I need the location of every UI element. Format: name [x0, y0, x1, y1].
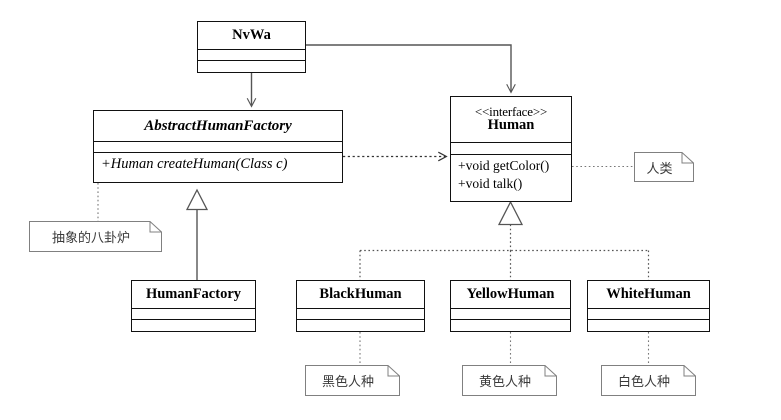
note-yellow-human[interactable]: 黄色人种: [462, 365, 557, 396]
compartment-divider: [94, 141, 342, 142]
class-header-whitehuman: WhiteHuman: [588, 281, 709, 308]
compartment-divider: [297, 308, 424, 309]
note-human[interactable]: 人类: [634, 152, 694, 182]
compartment-divider: [588, 319, 709, 320]
edge-nvwa-to-human: [306, 44, 516, 94]
attributes-compartment-nvwa: [198, 50, 305, 60]
class-name-nvwa: NvWa: [232, 26, 271, 43]
operation-getcolor: +void getColor(): [458, 158, 550, 173]
note-shape-icon: [634, 152, 694, 182]
compartment-divider: [132, 319, 255, 320]
edge-humans-to-human-realization: [359, 200, 650, 280]
operations-compartment-human: +void getColor() +void talk(): [451, 155, 571, 201]
operation-talk: +void talk(): [458, 175, 523, 191]
class-box-humanfactory[interactable]: HumanFactory: [131, 280, 256, 332]
class-box-human[interactable]: <<interface>> Human +void getColor() +vo…: [450, 96, 572, 202]
class-box-blackhuman[interactable]: BlackHuman: [296, 280, 425, 332]
compartment-divider: [451, 154, 571, 155]
class-header-yellowhuman: YellowHuman: [451, 281, 570, 308]
attributes-compartment-human: [451, 143, 571, 154]
note-text-abstract-factory: 抽象的八卦炉: [51, 231, 130, 246]
note-black-human[interactable]: 黑色人种: [305, 365, 400, 396]
compartment-divider: [451, 142, 571, 143]
operations-compartment-blackhuman: [297, 320, 424, 331]
note-shape-icon: [462, 365, 557, 396]
attributes-compartment-humanfactory: [132, 309, 255, 319]
class-box-nvwa[interactable]: NvWa: [197, 21, 306, 73]
note-text-white-human: 白色人种: [617, 375, 670, 390]
operations-compartment-whitehuman: [588, 320, 709, 331]
note-text-black-human: 黑色人种: [321, 375, 374, 390]
class-name-humanfactory: HumanFactory: [145, 285, 242, 302]
compartment-divider: [132, 308, 255, 309]
compartment-divider: [198, 49, 305, 50]
compartment-divider: [198, 60, 305, 61]
note-abstract-factory[interactable]: 抽象的八卦炉: [29, 221, 162, 252]
note-text-human: 人类: [646, 161, 673, 177]
note-shape-icon: [29, 221, 162, 252]
compartment-divider: [94, 152, 342, 153]
note-shape-icon: [305, 365, 400, 396]
compartment-divider: [451, 308, 570, 309]
class-header-blackhuman: BlackHuman: [297, 281, 424, 308]
operations-compartment-yellowhuman: [451, 320, 570, 331]
edge-humanfactory-to-abstracthumanfactory-generalization: [185, 188, 209, 280]
note-text-yellow-human: 黄色人种: [478, 375, 531, 390]
class-box-whitehuman[interactable]: WhiteHuman: [587, 280, 710, 332]
attributes-compartment-yellowhuman: [451, 309, 570, 319]
compartment-divider: [588, 308, 709, 309]
class-header-nvwa: NvWa: [198, 22, 305, 49]
operation-createhuman: +Human createHuman(Class c): [101, 156, 288, 172]
operations-compartment-nvwa: [198, 61, 305, 72]
class-box-abstracthumanfactory[interactable]: AbstractHumanFactory +Human createHuman(…: [93, 110, 343, 183]
class-name-blackhuman: BlackHuman: [319, 285, 402, 302]
compartment-divider: [451, 319, 570, 320]
class-header-abstracthumanfactory: AbstractHumanFactory: [94, 111, 342, 141]
operations-compartment-abstracthumanfactory: +Human createHuman(Class c): [94, 153, 342, 182]
class-header-humanfactory: HumanFactory: [132, 281, 255, 308]
note-white-human[interactable]: 白色人种: [601, 365, 696, 396]
class-name-human: Human: [487, 117, 535, 134]
compartment-divider: [297, 319, 424, 320]
class-name-yellowhuman: YellowHuman: [466, 285, 555, 302]
operations-compartment-humanfactory: [132, 320, 255, 331]
class-header-human: <<interface>> Human: [451, 97, 571, 142]
attributes-compartment-abstracthumanfactory: [94, 142, 342, 152]
class-name-abstracthumanfactory: AbstractHumanFactory: [144, 117, 292, 134]
stereotype-interface: <<interface>>: [474, 103, 548, 119]
note-shape-icon: [601, 365, 696, 396]
attributes-compartment-blackhuman: [297, 309, 424, 319]
class-box-yellowhuman[interactable]: YellowHuman: [450, 280, 571, 332]
class-name-whitehuman: WhiteHuman: [606, 285, 691, 302]
attributes-compartment-whitehuman: [588, 309, 709, 319]
